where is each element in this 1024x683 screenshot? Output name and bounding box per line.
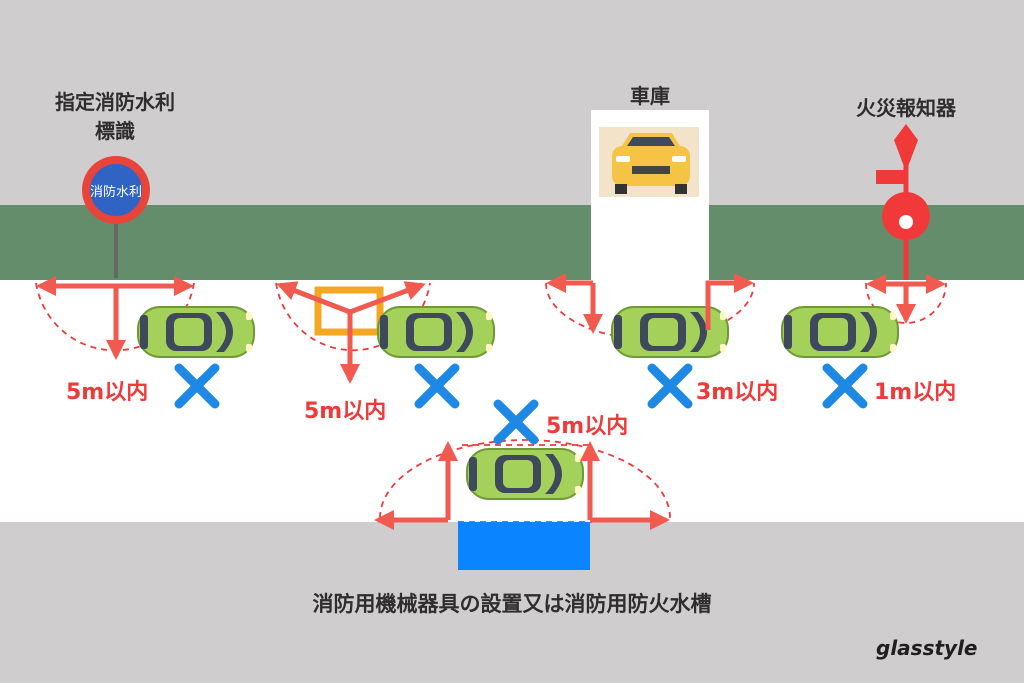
garage-car-icon (599, 127, 699, 197)
car-icon (137, 306, 255, 358)
brand-logo: glasstyle (876, 636, 978, 660)
car-icon (611, 306, 729, 358)
hydrant-sign-label-line2: 標識 (95, 119, 135, 143)
distance-label-5: 5m以内 (546, 414, 629, 439)
distance-arrows (36, 273, 946, 530)
hydrant-sign-text: 消防水利 (89, 185, 142, 200)
distance-label-2: 5m以内 (304, 399, 387, 424)
fire-alarm-label: 火災報知器 (856, 96, 956, 120)
water-tank (458, 522, 590, 570)
car-icon (781, 306, 899, 358)
bottom-label: 消防用機械器具の設置又は消防用防火水槽 (312, 592, 712, 616)
top-sidewalk (0, 0, 1024, 205)
hydrant-sign-label: 指定消防水利 標識 (30, 86, 200, 144)
green-strip (0, 205, 1024, 280)
distance-label-4: 1m以内 (874, 380, 957, 405)
hydrant-sign-label-line1: 指定消防水利 (55, 90, 175, 114)
car-icon (377, 306, 495, 358)
distance-label-1: 5m以内 (66, 380, 149, 405)
distance-label-3: 3m以内 (696, 380, 779, 405)
car-icon (466, 448, 584, 500)
fire-alarm-icon (876, 124, 930, 280)
garage-label: 車庫 (630, 84, 670, 108)
